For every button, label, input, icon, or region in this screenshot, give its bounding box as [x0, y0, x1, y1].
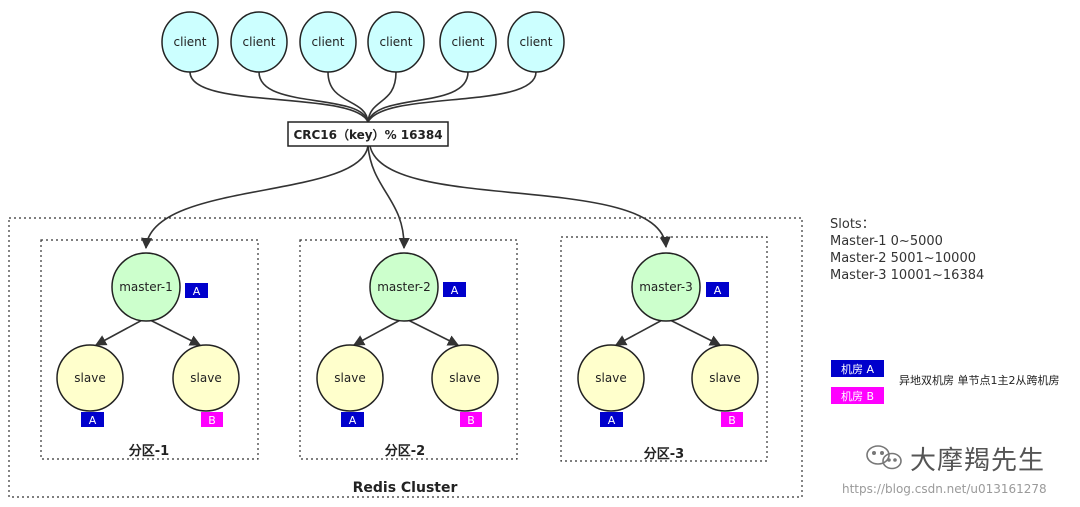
dc-badge-a — [600, 412, 623, 427]
dc-badge-label: A — [349, 414, 357, 427]
dc-badge-label: B — [467, 414, 475, 427]
legend-dc-b-badge — [831, 387, 884, 404]
client-node: client — [161, 11, 219, 73]
dc-badge-a — [443, 282, 466, 297]
arrow-master-3-slave-b — [665, 317, 722, 346]
slave-node — [56, 344, 124, 412]
legend: 机房 A 机房 B — [831, 360, 884, 404]
partition-2-boundary — [299, 239, 518, 460]
master-node — [111, 252, 181, 322]
connector-client-2 — [258, 71, 369, 123]
slave-node — [577, 344, 645, 412]
cluster-label: Redis Cluster — [353, 480, 458, 496]
replication-arrows — [95, 317, 722, 346]
client-label: client — [452, 35, 485, 49]
dc-badge-b — [201, 412, 223, 427]
arrow-master-1-slave-a — [95, 317, 147, 346]
master-node — [369, 252, 439, 322]
slots-title: Slots： — [830, 217, 875, 232]
client-node: client — [439, 11, 497, 73]
dc-badge-label: A — [451, 284, 459, 297]
slave-label: slave — [190, 371, 221, 385]
dc-badge-b — [721, 412, 743, 427]
slave-label: slave — [74, 371, 105, 385]
slave-node — [691, 344, 759, 412]
client-node: client — [507, 11, 565, 73]
client-nodes: client client client client client clien… — [161, 11, 565, 73]
client-node: client — [230, 11, 288, 73]
dc-badge-a — [341, 412, 364, 427]
arrow-to-master-3 — [369, 145, 671, 249]
slave-label: slave — [334, 371, 365, 385]
dc-badge-label: A — [89, 414, 97, 427]
master-label: master-1 — [119, 280, 173, 294]
partition-1-boundary — [40, 239, 259, 460]
client-label: client — [380, 35, 413, 49]
dc-badge-label: B — [208, 414, 216, 427]
dc-badge-b — [460, 412, 482, 427]
connector-client-1 — [189, 71, 369, 123]
dc-badge-label: B — [728, 414, 736, 427]
dc-badge-a — [185, 283, 208, 298]
dc-badge-a — [81, 412, 104, 427]
slots-line: Master-3 10001~16384 — [830, 268, 985, 283]
connector-client-6 — [367, 71, 537, 123]
arrow-master-2-slave-b — [403, 317, 460, 346]
wechat-icon — [866, 445, 902, 470]
client-node: client — [367, 11, 425, 73]
partition-2: master-2 A slave A slave B 分区-2 — [316, 252, 499, 459]
slave-label: slave — [595, 371, 626, 385]
arrow-to-master-2 — [367, 145, 410, 250]
dc-badge-a — [706, 282, 729, 297]
connector-client-5 — [367, 71, 469, 123]
partition-label: 分区-1 — [129, 443, 169, 459]
slots-info: Slots： Master-1 0~5000 Master-2 5001~100… — [830, 216, 984, 284]
slave-label: slave — [449, 371, 480, 385]
client-node: client — [299, 11, 357, 73]
master-node — [631, 252, 701, 322]
slave-node — [172, 344, 240, 412]
hash-function-label: CRC16（key）% 16384 — [293, 127, 442, 142]
slots-line: Master-2 5001~10000 — [830, 251, 976, 266]
master-label: master-2 — [377, 280, 431, 294]
dc-badge-label: A — [608, 414, 616, 427]
client-label: client — [312, 35, 345, 49]
arrow-master-1-slave-b — [145, 317, 202, 346]
partition-label: 分区-2 — [385, 443, 425, 459]
partition-1: master-1 A slave A slave B 分区-1 — [56, 252, 240, 459]
legend-note: 异地双机房 单节点1主2从跨机房 — [899, 374, 1060, 387]
master-label: master-3 — [639, 280, 693, 294]
connector-client-4 — [367, 71, 397, 123]
client-label: client — [174, 35, 207, 49]
connector-client-3 — [327, 71, 369, 123]
dc-badge-label: A — [714, 284, 722, 297]
arrow-master-2-slave-a — [353, 317, 405, 346]
watermark-url: https://blog.csdn.net/u013161278 — [842, 482, 1047, 496]
client-label: client — [243, 35, 276, 49]
client-connectors — [189, 71, 537, 123]
partition-label: 分区-3 — [644, 446, 684, 462]
arrow-master-3-slave-a — [615, 317, 667, 346]
slave-node — [431, 344, 499, 412]
routing-arrows — [141, 145, 671, 250]
arrow-to-master-1 — [141, 145, 369, 250]
legend-dc-a-label: 机房 A — [841, 362, 874, 376]
slave-label: slave — [709, 371, 740, 385]
partition-3: master-3 A slave A slave B 分区-3 — [577, 252, 759, 462]
legend-dc-a-badge — [831, 360, 884, 377]
slots-line: Master-1 0~5000 — [830, 234, 943, 249]
dc-badge-label: A — [193, 285, 201, 298]
client-label: client — [520, 35, 553, 49]
redis-cluster-boundary — [8, 217, 803, 498]
watermark-brand: 大摩羯先生 — [910, 446, 1046, 476]
hash-function-box: CRC16（key）% 16384 — [287, 121, 449, 147]
legend-dc-b-label: 机房 B — [841, 389, 874, 403]
slave-node — [316, 344, 384, 412]
